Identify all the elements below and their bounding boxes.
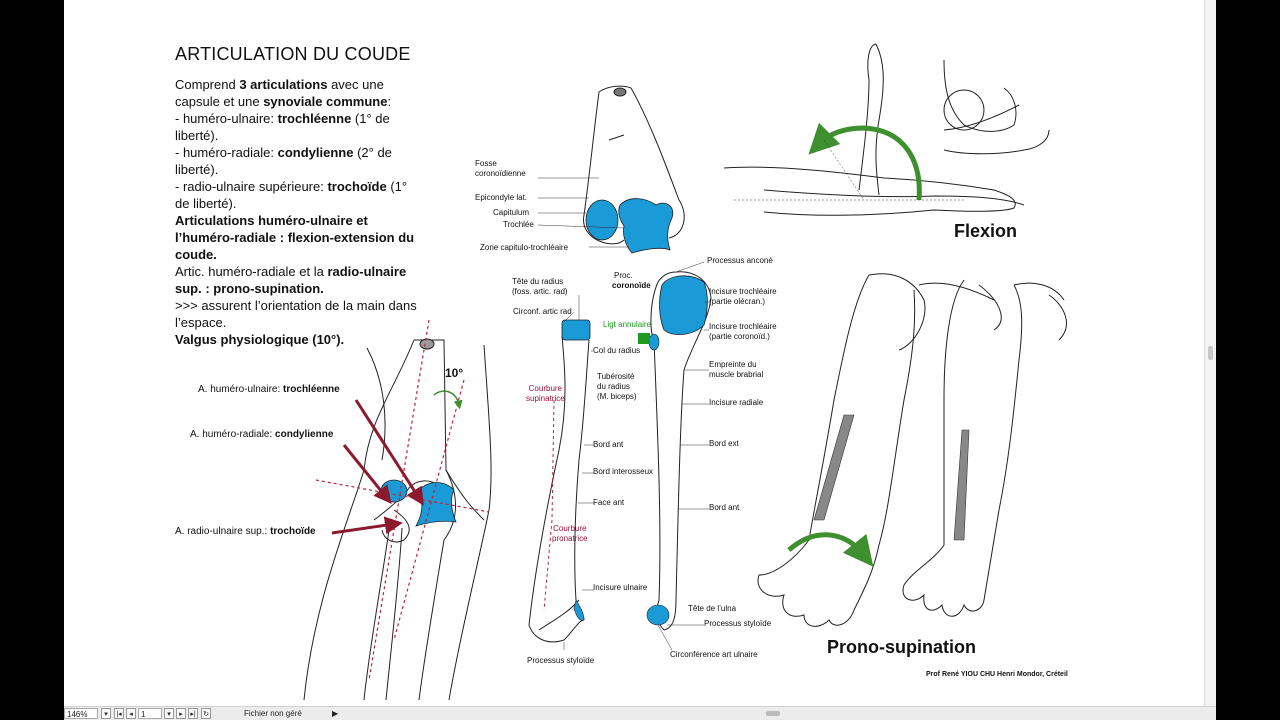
label-bord-ant-radius: Bord ant: [593, 440, 624, 449]
vertical-scroll-thumb[interactable]: [1208, 346, 1213, 360]
label-tete-radius: Tête du radius (foss. artic. rad): [512, 277, 568, 296]
annotation-arrows: [331, 399, 424, 535]
prono-supination-title: Prono-supination: [827, 637, 976, 657]
label-processus-ancone: Processus anconé: [707, 256, 773, 265]
label-coronoide: coronoïde: [612, 281, 651, 290]
annotation-humero-ulnaire: A. huméro-ulnaire: trochléenne: [198, 384, 340, 395]
horizontal-scroll-thumb[interactable]: [766, 711, 780, 716]
humerus-leader-lines: [537, 177, 629, 248]
prono-supination-figure: [757, 273, 1067, 627]
anatomy-drawings: [303, 43, 1067, 701]
ulna-head-highlight: [646, 604, 670, 626]
label-processus-styloide-radius: Processus styloïde: [527, 656, 595, 665]
label-circonf-artic-rad: Circonf. artic rad: [513, 307, 572, 316]
label-incisure-ulnaire: Incisure ulnaire: [593, 583, 648, 592]
list-item: - huméro-radiale: condylienne (2° de lib…: [175, 145, 392, 177]
status-menu-arrow-icon[interactable]: ▶: [332, 709, 339, 718]
label-fosse-coronoidienne: Fosse coronoïdienne: [475, 159, 526, 178]
vertical-scrollbar[interactable]: [1204, 0, 1216, 706]
label-zone-capitulo-trochleaire: Zone capitulo-trochléaire: [480, 243, 569, 252]
label-empreinte-brachial: Empreinte du muscle brabrial: [709, 360, 764, 379]
label-epicondyle: Epicondyle lat.: [475, 193, 528, 202]
humerus-joint-highlights: [585, 198, 674, 254]
radial-notch-highlight: [648, 333, 660, 351]
valgus-degree-label: 10°: [445, 366, 464, 380]
label-capitulum: Capitulum: [493, 208, 530, 217]
previous-page-icon[interactable]: ◂: [126, 708, 136, 719]
annular-ligament-marker: [638, 333, 650, 344]
prono-supination-arrow: [787, 532, 874, 567]
humerus-figure: [583, 85, 685, 245]
radius-figure: [528, 335, 590, 643]
ulnar-notch-highlight: [573, 599, 585, 621]
label-col-radius: Col du radius: [593, 346, 641, 355]
label-face-ant: Face ant: [593, 498, 625, 507]
label-incisure-trochleaire-olecran: Incisure trochléaire (partie olécran.): [709, 287, 777, 306]
label-incisure-radiale: Incisure radiale: [709, 398, 764, 407]
zoom-dropdown-icon[interactable]: ▾: [101, 708, 111, 719]
label-tuberosite: Tubérosité du radius (M. biceps): [597, 372, 637, 401]
label-bord-interosseux: Bord interosseux: [593, 467, 654, 476]
next-page-icon[interactable]: ▸: [176, 708, 186, 719]
trochlear-notch-highlight: [659, 275, 708, 335]
last-page-icon[interactable]: ▸|: [188, 708, 198, 719]
list-item: - huméro-ulnaire: trochléenne (1° de lib…: [175, 111, 390, 143]
flexion-extension-note: Articulations huméro-ulnaire et l’huméro…: [175, 213, 415, 262]
label-ligt-annulaire: Ligt annulaire: [603, 320, 652, 329]
flexion-arrow: [808, 122, 922, 201]
intro-paragraph: Comprend 3 articulations avec une capsul…: [175, 77, 392, 109]
flexion-figure: [723, 43, 1050, 216]
document-page: ARTICULATION DU COUDE Comprend 3 articul…: [64, 0, 1216, 706]
valgus-angle-arrow: [433, 390, 463, 410]
label-proc: Proc.: [614, 271, 633, 280]
status-bar: 146% ▾ |◂ ◂ 1 ▾ ▸ ▸| ↻ Fichier non géré …: [64, 706, 1216, 720]
label-trochlee: Trochlée: [503, 220, 534, 229]
body-text: Comprend 3 articulations avec une capsul…: [175, 76, 425, 348]
annotation-radio-ulnaire: A. radio-ulnaire sup.: trochoïde: [175, 526, 316, 537]
flexion-angle-lines: [734, 139, 964, 201]
label-incisure-trochleaire-coronoid: Incisure trochléaire (partie coronoïd.): [709, 322, 777, 341]
page-title: ARTICULATION DU COUDE: [175, 44, 411, 64]
orientation-note: >>> assurent l’orientation de la main da…: [175, 298, 417, 330]
prono-supination-note: Artic. huméro-radiale et la radio-ulnair…: [175, 264, 407, 296]
annotation-humero-radiale: A. huméro-radiale: condylienne: [190, 429, 334, 440]
label-circonference-art-ulnaire: Circonférence art ulnaire: [670, 650, 758, 659]
elbow-joint-highlights: [380, 479, 457, 527]
valgus-note: Valgus physiologique (10°).: [175, 332, 345, 347]
label-tete-ulna: Tête de l’ulna: [688, 604, 737, 613]
label-bord-ext: Bord ext: [709, 439, 739, 448]
first-page-icon[interactable]: |◂: [114, 708, 124, 719]
refresh-icon[interactable]: ↻: [201, 708, 211, 719]
label-courbure-pronatrice: Courbure pronatrice: [552, 524, 588, 543]
label-courbure-supinatrice: Courbure supinatrice: [526, 384, 565, 403]
zoom-field[interactable]: 146%: [64, 708, 98, 719]
forearm-bones-highlight: [813, 414, 970, 541]
label-bord-ant-ulna: Bord ant: [709, 503, 740, 512]
page-number-field[interactable]: 1: [138, 708, 162, 719]
flexion-title: Flexion: [954, 221, 1018, 241]
radius-head-highlight: [561, 319, 591, 341]
valgus-axes: [315, 319, 490, 681]
credit-line: Prof René YIOU CHU Henri Mondor, Créteil: [926, 671, 1068, 678]
document-status-text: Fichier non géré: [244, 709, 302, 718]
page-dropdown-icon[interactable]: ▾: [164, 708, 174, 719]
list-item: - radio-ulnaire supérieure: trochoïde (1…: [175, 179, 408, 211]
label-processus-styloide-ulna: Processus styloïde: [704, 619, 772, 628]
radius-ulna-leader-lines: [563, 261, 709, 651]
